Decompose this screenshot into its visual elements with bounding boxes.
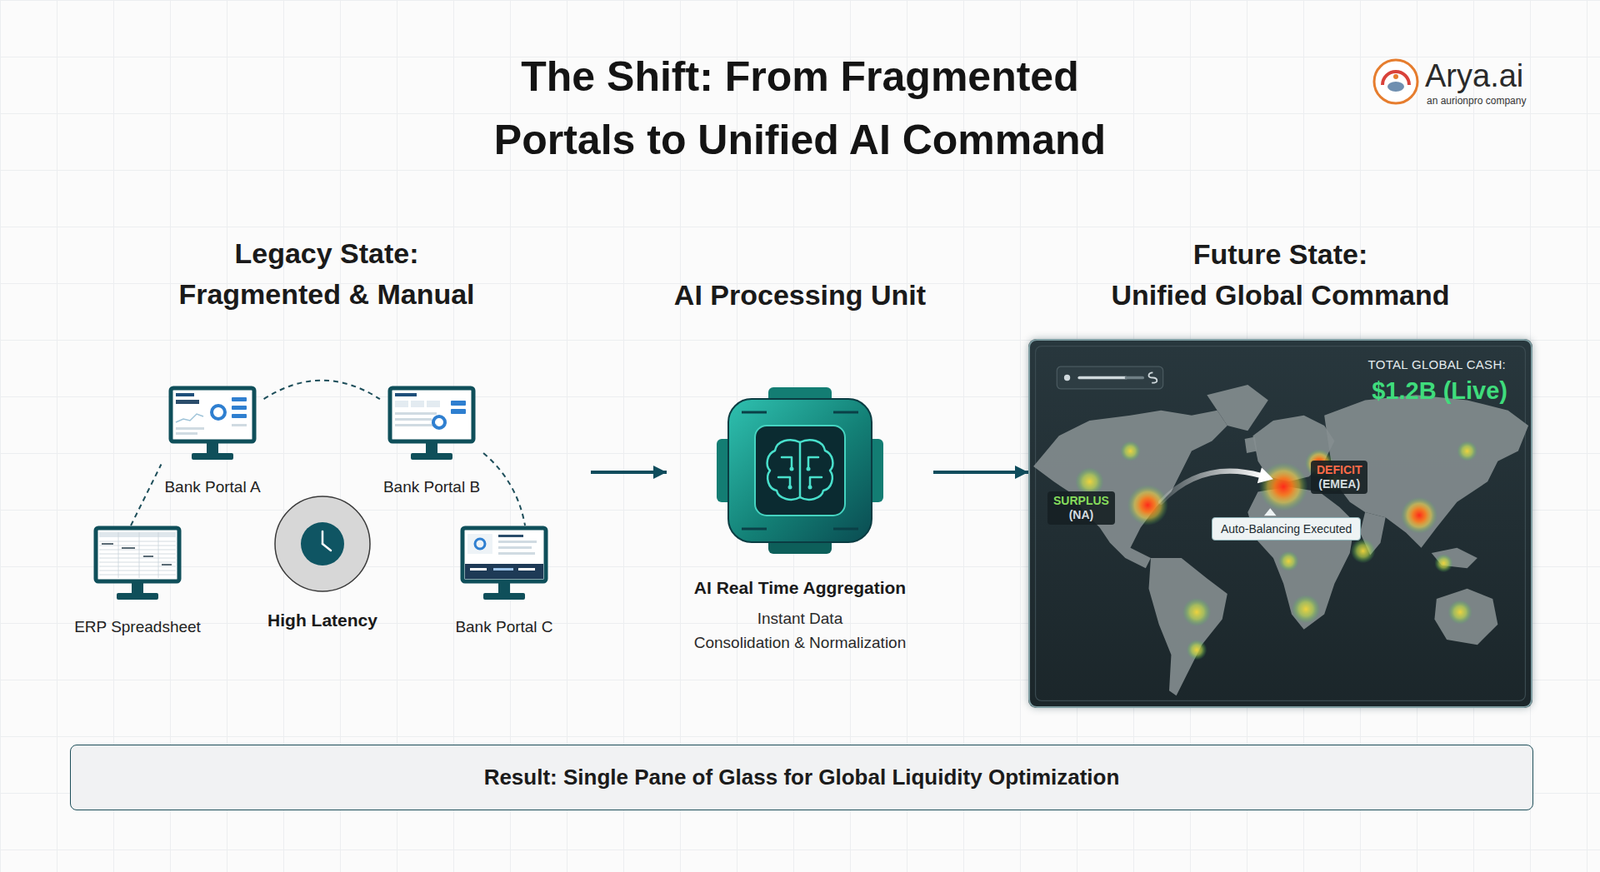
flow-arrow — [933, 470, 1029, 475]
transfer-arrow — [1160, 467, 1274, 502]
monitor-label: Bank Portal B — [383, 476, 480, 499]
auto-balance-callout: Auto-Balancing Executed — [1211, 517, 1361, 541]
heat-spots — [1075, 440, 1478, 660]
erp-monitor: ERP Spreadsheet — [70, 525, 205, 639]
result-bar: Result: Single Pane of Glass for Global … — [70, 745, 1534, 811]
bank-portal-monitor: Bank Portal B — [380, 385, 484, 499]
ai-chip-node: AI Processing UnitAI Real Time Aggregati… — [666, 387, 934, 655]
flow-arrow — [590, 470, 667, 475]
world-map — [1028, 339, 1533, 709]
callout-text: Auto-Balancing Executed — [1220, 521, 1352, 537]
region-tag-text: SURPLUS (NA) — [1053, 494, 1110, 523]
logo-wordmark: Arya.ai — [1425, 60, 1524, 92]
monitor-label: Bank Portal A — [164, 476, 260, 499]
monitor-label: ERP Spreadsheet — [74, 616, 201, 639]
chip-title: AI Real Time Aggregation — [666, 576, 934, 600]
dashed-link — [130, 465, 161, 527]
chip-description: Instant Data Consolidation & Normalizati… — [666, 606, 934, 655]
spreadsheet-monitor-icon — [95, 528, 180, 600]
region-tag-text: DEFICIT (EMEA) — [1316, 463, 1362, 492]
map-toolbar — [1056, 366, 1163, 390]
deficit-tag: DEFICIT (EMEA) — [1310, 460, 1368, 495]
clock-label: High Latency — [267, 610, 378, 632]
dashed-link — [483, 453, 525, 526]
monitor-icon — [390, 388, 474, 460]
logo-icon — [1374, 60, 1418, 104]
callout-pointer — [1264, 508, 1277, 516]
dashed-link — [264, 380, 380, 400]
result-text: Result: Single Pane of Glass for Global … — [484, 765, 1120, 791]
diagram-title: The Shift: From Fragmented Portals to Un… — [425, 45, 1175, 172]
global-map-panel: Future State: Unified Global CommandTOTA… — [1028, 339, 1533, 709]
logo-tagline: an aurionpro company — [1426, 95, 1526, 107]
monitor-icon — [170, 388, 255, 460]
column-heading: AI Processing Unit — [674, 275, 926, 316]
surplus-tag: SURPLUS (NA) — [1047, 491, 1115, 525]
clock-icon — [275, 496, 370, 592]
monitor-icon — [462, 528, 546, 600]
bank-portal-monitor: Bank Portal C — [451, 525, 556, 639]
continents — [1033, 385, 1529, 696]
cash-caption: TOTAL GLOBAL CASH: — [1368, 357, 1506, 373]
latency-clock: High Latency — [264, 496, 381, 632]
legacy-group: Legacy State: Fragmented & ManualBank Po… — [62, 233, 591, 667]
cash-value: $1.2B (Live) — [1371, 375, 1508, 406]
monitor-label: Bank Portal C — [455, 616, 553, 639]
bank-portal-monitor: Bank Portal A — [160, 385, 264, 499]
ai-chip-icon — [716, 387, 884, 555]
column-heading: Legacy State: Fragmented & Manual — [62, 233, 591, 315]
column-heading: Future State: Unified Global Command — [1110, 234, 1450, 316]
